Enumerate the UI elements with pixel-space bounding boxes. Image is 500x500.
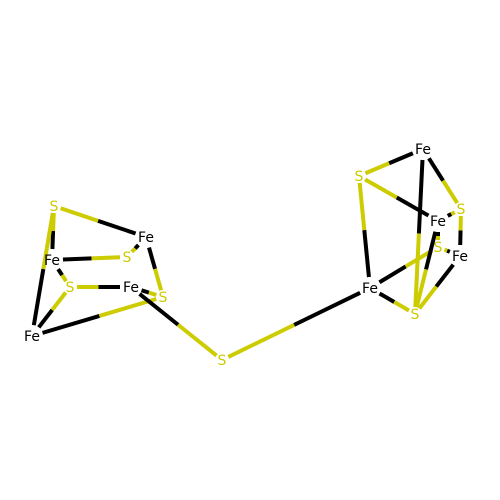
atom-label-s8: S (411, 307, 420, 323)
atom-label-sb: S (218, 353, 227, 369)
bond-s1-fe4-half-1 (31, 268, 46, 326)
atom-label-fe1: Fe (138, 230, 154, 246)
bond-s1-fe1-half-1 (97, 218, 137, 236)
bond-fe1-s2-half-0 (133, 243, 140, 250)
bond-fe3-s4-half-0 (140, 288, 150, 295)
atom-label-fe5: Fe (362, 281, 378, 297)
atom-label-s5: S (355, 169, 364, 185)
atom-label-fe2: Fe (44, 253, 60, 269)
bond-fe1-s4-half-1 (153, 268, 164, 291)
atom-label-fe3: Fe (123, 280, 139, 296)
atom-label-fe7: Fe (430, 214, 446, 230)
bond-fe7-s8-half-1 (414, 268, 428, 308)
bond-s5-fe6-half-1 (388, 151, 414, 166)
atom-label-fe6: Fe (415, 142, 431, 158)
bond-fe5-s8-half-0 (378, 291, 396, 304)
bond-fe7-s6-half-1 (450, 210, 456, 216)
bond-s7-fe8-half-1 (446, 248, 451, 254)
bond-fe2-s3-half-0 (56, 268, 64, 277)
atom-label-s6: S (457, 202, 466, 218)
bond-s1-fe2-half-1 (50, 230, 56, 250)
atom-label-s2: S (123, 250, 132, 266)
bond-fe3-sb-half-1 (176, 323, 218, 358)
bond-fe7-s6-half-0 (446, 212, 453, 218)
bond-fe2-s2-half-1 (91, 255, 121, 261)
bond-fe4-s3-half-0 (37, 308, 54, 329)
atom-label-s3: S (66, 280, 75, 296)
bond-s5-fe7-half-0 (364, 177, 398, 200)
bond-fe3-sb-half-0 (138, 292, 180, 327)
bond-fe2-s2-half-0 (62, 256, 92, 262)
bond-s5-fe7-half-1 (395, 195, 430, 218)
bond-fe6-s6-half-1 (441, 179, 459, 205)
bond-fe6-s6-half-0 (427, 157, 445, 182)
atom-label-s1: S (50, 199, 59, 215)
bond-fe5-s8-half-1 (393, 300, 410, 313)
bond-fe8-s8-half-0 (434, 263, 455, 288)
bond-fe3-s4-half-1 (148, 290, 157, 297)
bond-sb-fe5-half-1 (293, 291, 361, 327)
atom-label-s4: S (159, 290, 168, 306)
bond-fe4-s4-half-0 (41, 314, 100, 335)
bond-s7-fe8-half-0 (443, 247, 448, 253)
bond-fe4-s3-half-1 (50, 291, 68, 312)
bond-fe1-s4-half-0 (147, 247, 157, 270)
bond-sb-fe5-half-0 (227, 323, 296, 359)
bond-fe7-s8-half-0 (424, 231, 438, 270)
bond-fe5-s5-half-1 (357, 182, 367, 231)
bond-fe1-s2-half-1 (130, 247, 137, 254)
bond-s1-fe1-half-0 (59, 206, 99, 223)
bond-fe5-s7-half-0 (378, 264, 407, 285)
bond-fe2-s3-half-1 (60, 274, 68, 283)
bond-fe8-s8-half-1 (417, 285, 438, 310)
atom-label-fe8: Fe (452, 249, 468, 265)
atom-label-fe4: Fe (24, 329, 40, 345)
bond-fe5-s5-half-0 (362, 229, 371, 278)
bond-s1-fe4-half-0 (41, 212, 55, 270)
bond-fe6-s8-half-0 (416, 159, 425, 234)
atom-label-s7: S (434, 240, 443, 256)
bond-s5-fe6-half-0 (364, 161, 390, 176)
bond-fe6-s8-half-1 (413, 233, 421, 308)
